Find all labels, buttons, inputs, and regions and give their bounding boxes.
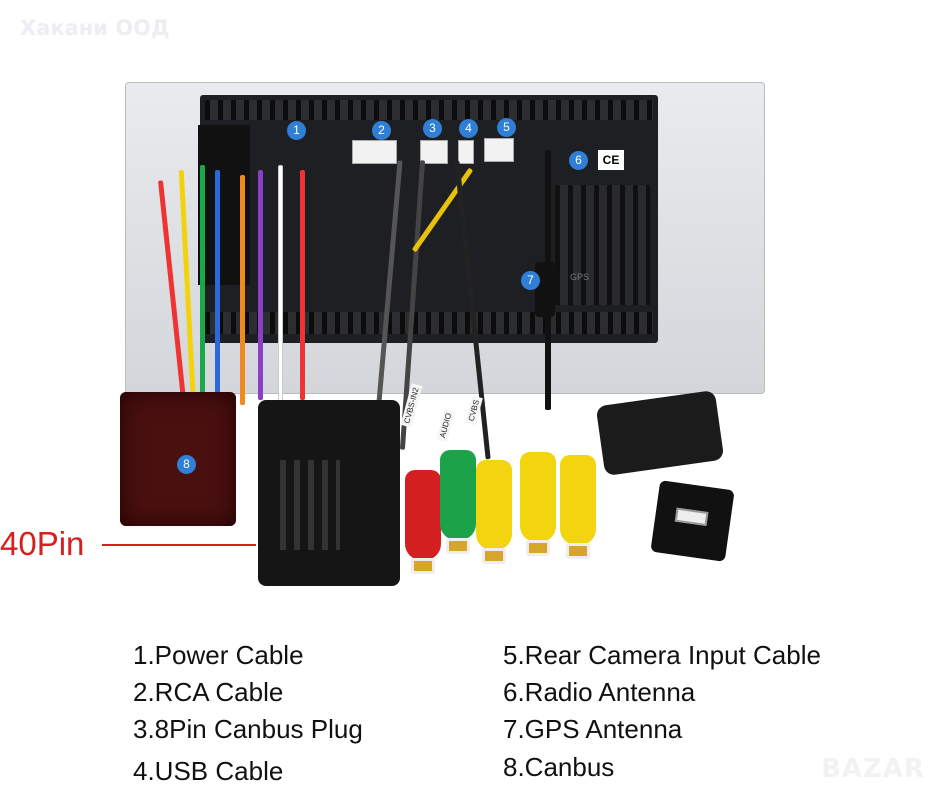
rca-plug-red (405, 470, 441, 574)
gps-port-label: GPS (570, 272, 590, 282)
camera-port (484, 138, 514, 162)
callout-6: 6 (569, 151, 588, 170)
callout-3: 3 (423, 119, 442, 138)
callout-2: 2 (372, 121, 391, 140)
cable-tag: AUDIO (436, 408, 456, 443)
rca-plug-yellow (560, 455, 596, 559)
legend-item: 6.Radio Antenna (503, 677, 696, 707)
bottom-vent (205, 312, 653, 334)
legend-item: 2.RCA Cable (133, 677, 284, 707)
callout-1: 1 (287, 121, 306, 140)
legend-item: 5.Rear Camera Input Cable (503, 640, 821, 670)
wire (258, 170, 263, 400)
rca-plug-green (440, 450, 476, 554)
legend-item: 4.USB Cable (133, 756, 284, 786)
legend-item: 1.Power Cable (133, 640, 304, 670)
40pin-label: 40Pin (0, 525, 85, 562)
callout-7: 7 (521, 271, 540, 290)
usb-connector (650, 480, 735, 562)
watermark: Хакани ООД (20, 16, 170, 40)
top-vent (205, 100, 653, 120)
wire (278, 165, 283, 405)
legend-item: 3.8Pin Canbus Plug (133, 714, 363, 744)
wire (300, 170, 305, 400)
callout-8: 8 (177, 455, 196, 474)
legend-item: 7.GPS Antenna (503, 714, 683, 744)
gps-plug (535, 262, 555, 317)
ce-mark: CE (598, 150, 624, 170)
bazar-logo: BAZAR (821, 754, 925, 784)
canbus-port (420, 140, 448, 164)
rca-port (352, 140, 397, 164)
40pin-pointer-line (102, 544, 256, 546)
callout-5: 5 (497, 118, 516, 137)
wire (200, 165, 205, 405)
side-vent (555, 185, 650, 305)
wire (240, 175, 245, 405)
wire (215, 170, 220, 410)
rca-plug-yellow (476, 460, 512, 564)
usb-port-icon (674, 507, 709, 526)
gps-antenna (595, 389, 725, 477)
legend-item: 8.Canbus (503, 752, 615, 782)
usb-port (458, 140, 474, 164)
rca-plug-yellow (520, 452, 556, 556)
pin-array (280, 460, 340, 550)
40pin-connector (258, 400, 400, 586)
callout-4: 4 (459, 119, 478, 138)
